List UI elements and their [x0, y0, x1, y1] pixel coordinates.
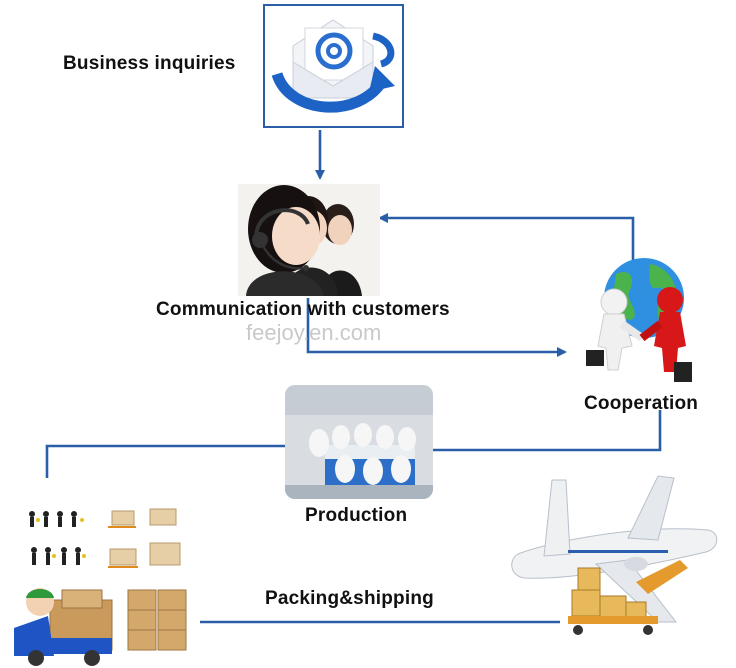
watermark: feejoy.en.com: [246, 320, 382, 345]
arrow-cooperation-to-communication: [378, 213, 635, 262]
inquiries-box: [263, 4, 404, 128]
email-at-envelope-icon: [263, 4, 404, 128]
factory-workers-photo: [285, 385, 433, 499]
cargo-airplane-icon: [508, 472, 722, 648]
stacked-cartons-icon: [126, 586, 190, 654]
packing-label: Packing&shipping: [265, 588, 434, 609]
arrow-communication-to-cooperation: [306, 298, 567, 357]
workers-silhouettes-icon: [24, 508, 88, 576]
line-cooperation-to-production: [432, 410, 662, 452]
production-label: Production: [305, 505, 408, 526]
delivery-truck-icon: [10, 582, 114, 666]
pallet-boxes-icon: [106, 505, 184, 571]
communication-label: Communication with customers: [156, 299, 450, 320]
cooperation-label: Cooperation: [584, 393, 699, 414]
line-production-to-packing: [45, 444, 285, 478]
inquiries-label: Business inquiries: [63, 53, 236, 74]
call-center-operators-icon: [238, 184, 380, 296]
handshake-globe-icon: [578, 250, 694, 390]
